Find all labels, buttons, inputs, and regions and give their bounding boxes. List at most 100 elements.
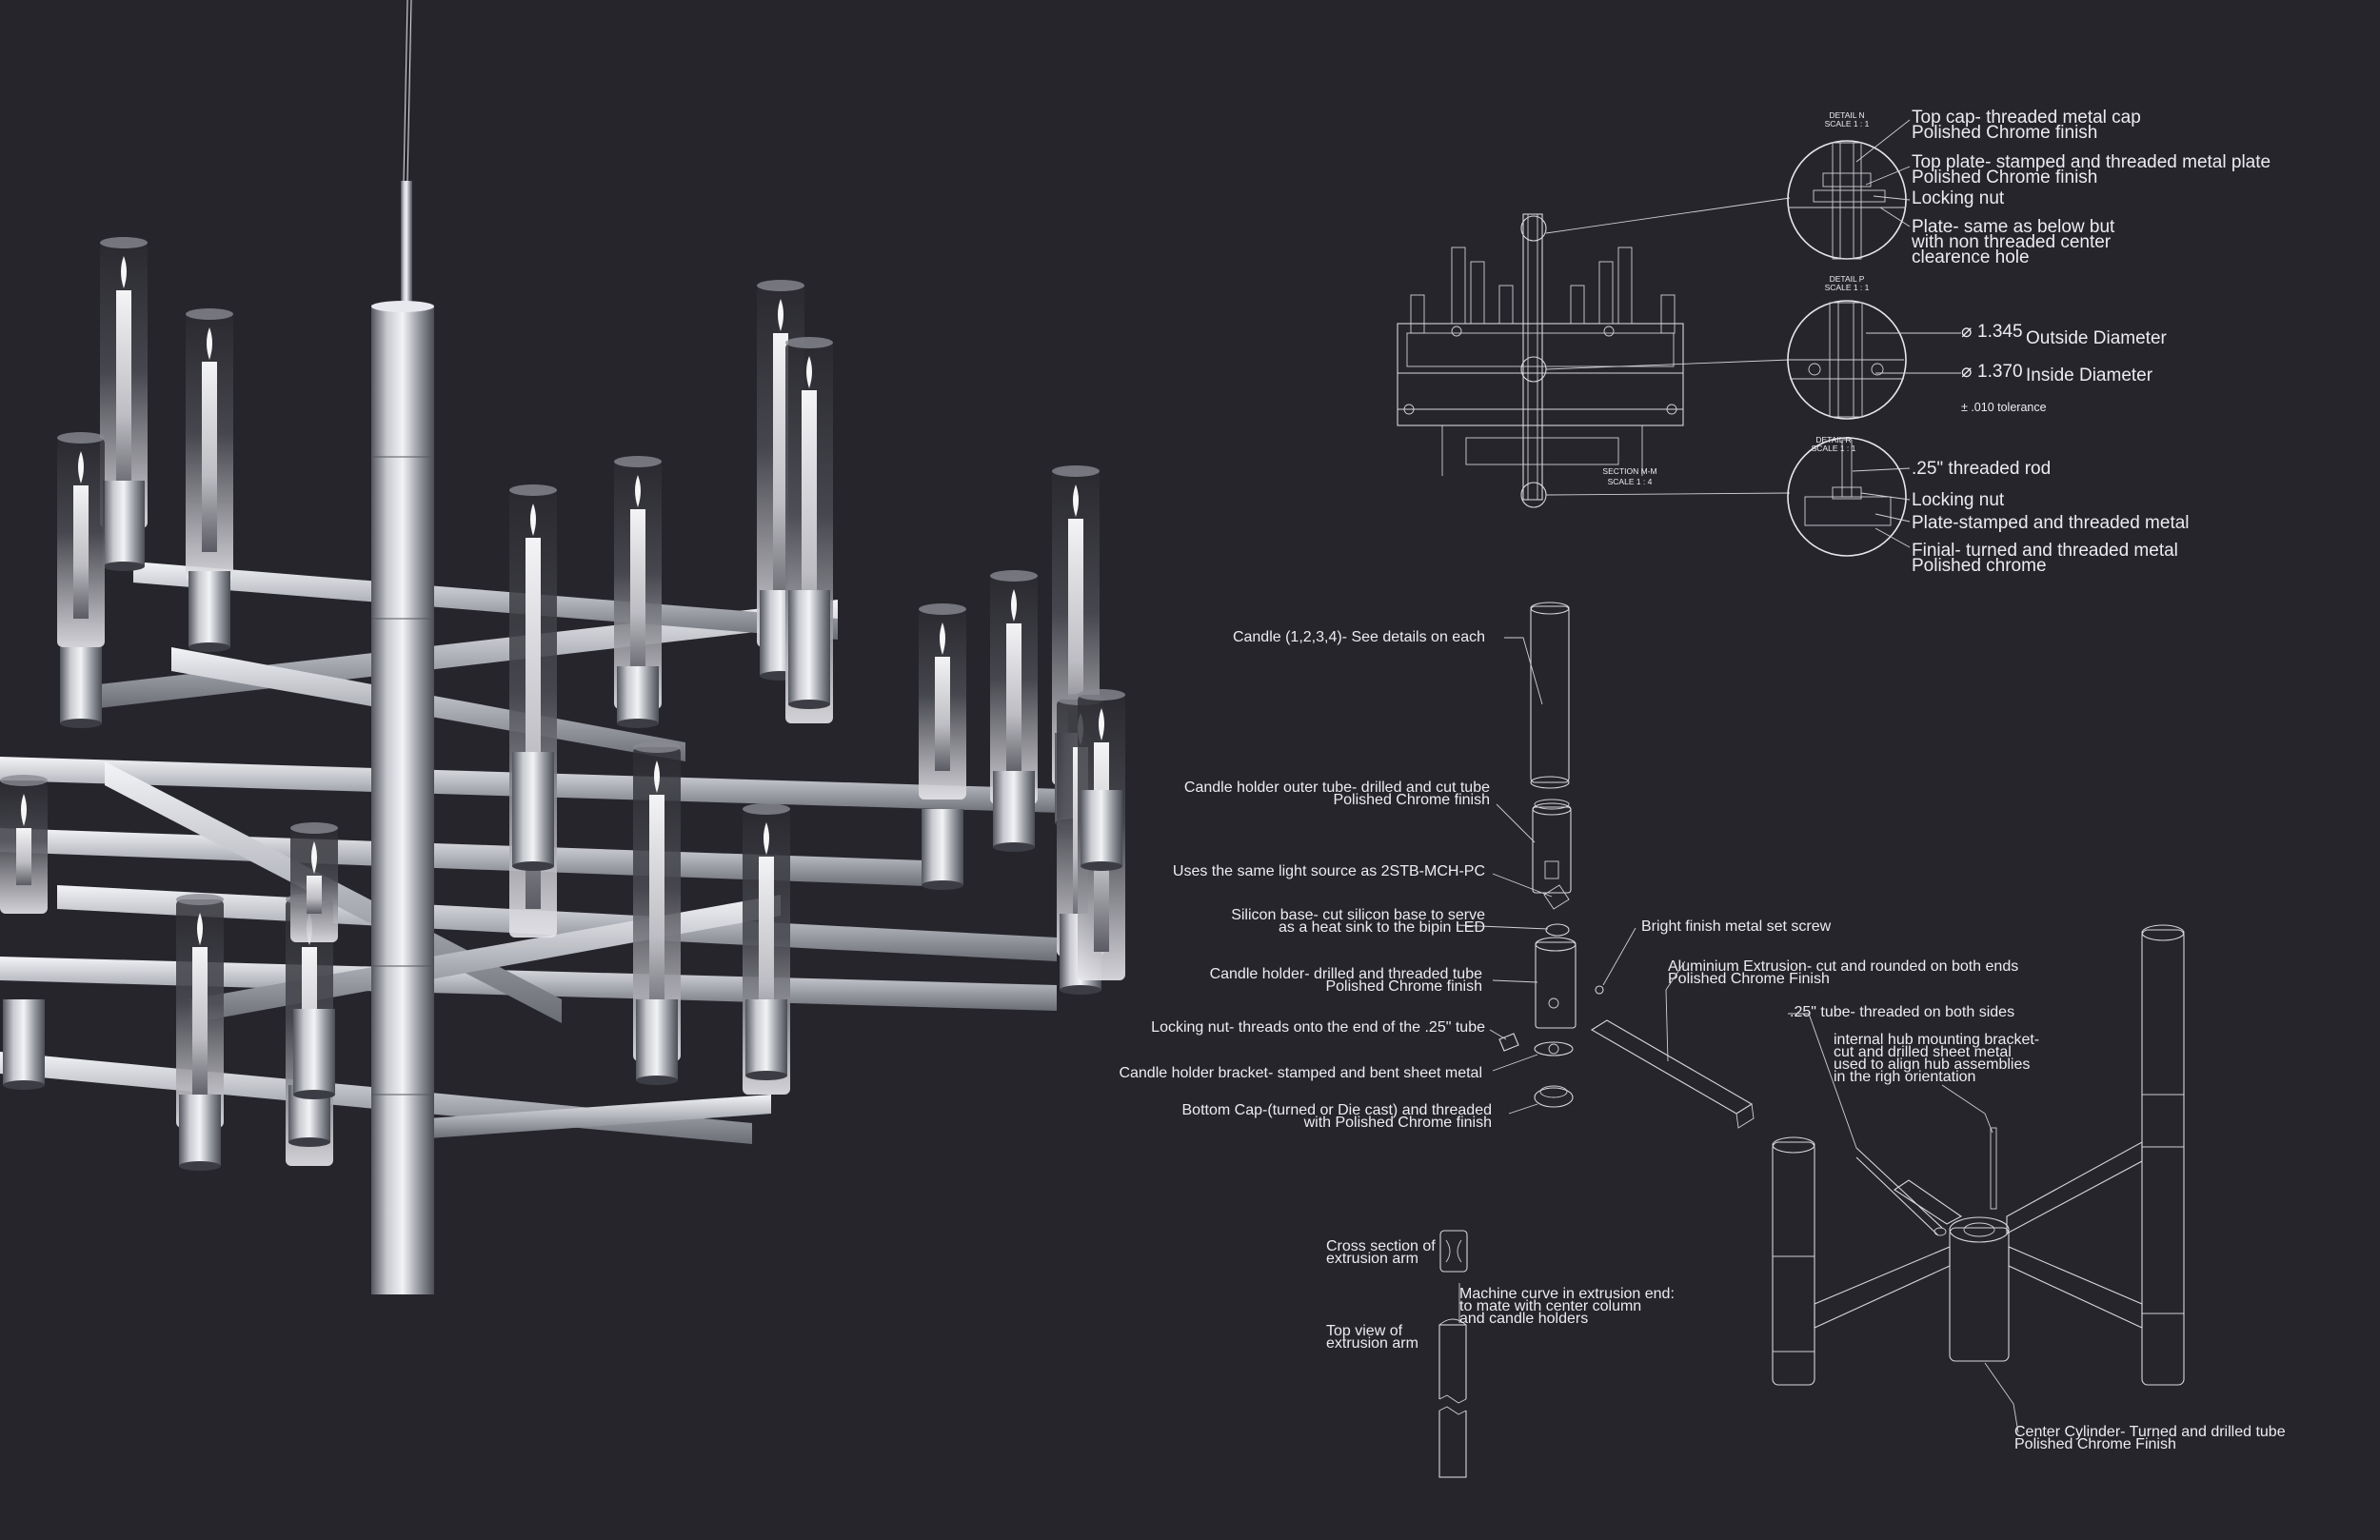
inside-diameter-symbol: ⌀ [1961, 362, 1972, 382]
callout-line: Candle holder bracket- stamped and bent … [1119, 1065, 1482, 1081]
exploded-labels: Candle (1,2,3,4)- See details on eachCan… [1119, 629, 2285, 1452]
bracket-part [1534, 1041, 1574, 1056]
inside-diameter-label: Inside Diameter [2026, 365, 2153, 385]
callout-line: Cross section of [1326, 1238, 1436, 1254]
callout-line: clearence hole [1912, 247, 2030, 267]
callout-line: Center Cylinder- Turned and drilled tube [2014, 1424, 2286, 1440]
callout-line: with non threaded center [1911, 232, 2112, 252]
callout-line: Bright finish metal set screw [1641, 918, 1832, 935]
cable-stem [401, 181, 412, 309]
callout-line: Polished Chrome Finish [1668, 971, 1830, 987]
callout-line: to mate with center column [1459, 1298, 1641, 1314]
candle-arm-unit [633, 741, 681, 1085]
set-screw-part [1595, 985, 1604, 995]
candle-arm-unit [176, 894, 224, 1171]
candle-arm-unit [186, 308, 233, 652]
candle-arm-unit [290, 822, 338, 1099]
detail-n: DETAIL N SCALE 1 : 1 Top cap- threaded m… [1787, 108, 2271, 267]
section-scale: SCALE 1 : 4 [1608, 477, 1653, 486]
callout-line: Top cap- threaded metal cap [1912, 108, 2141, 128]
callout-line: Aluminium Extrusion- cut and rounded on … [1668, 958, 2018, 975]
callout-line: as a heat sink to the bipin LED [1279, 919, 1485, 936]
callout-line: and candle holders [1459, 1311, 1588, 1327]
detail-p-scale: SCALE 1 : 1 [1825, 283, 1870, 292]
candle-arm-unit [785, 337, 833, 723]
detail-p-title: DETAIL P [1830, 274, 1865, 284]
detail-p: DETAIL P SCALE 1 : 1 ⌀ 1.345 Outside Dia… [1787, 274, 2168, 420]
hub-left-cylinder [1772, 1141, 1815, 1386]
callout-line: Polished Chrome Finish [2014, 1436, 2176, 1452]
candle-arm-unit [990, 570, 1038, 852]
section-m-m-drawing: SECTION M-M SCALE 1 : 4 [1397, 197, 1791, 508]
callout-line: Candle holder outer tube- drilled and cu… [1184, 780, 1490, 796]
callout-line: .25" threaded rod [1912, 459, 2051, 479]
callout-line: Finial- turned and threaded metal [1912, 541, 2178, 561]
outer-tube-part [1532, 806, 1572, 894]
callout-line: used to align hub assemblies [1834, 1056, 2030, 1073]
callout-line: Polished Chrome finish [1333, 792, 1490, 808]
candle-part [1530, 605, 1570, 783]
callout-line: Polished Chrome finish [1912, 123, 2097, 143]
callout-line: internal hub mounting bracket- [1834, 1032, 2039, 1048]
callout-line: cut and drilled sheet metal [1834, 1044, 2012, 1060]
chandelier-render [0, 0, 1125, 1294]
suspension-cable [403, 0, 412, 182]
candle-arm-unit [509, 484, 557, 938]
detail-r-circle [1787, 437, 1907, 557]
outside-diameter-value: 1.345 [1977, 322, 2023, 342]
center-column [371, 305, 434, 1294]
outside-diameter-symbol: ⌀ [1961, 322, 1972, 342]
exploded-candle-assembly: Candle (1,2,3,4)- See details on eachCan… [1119, 602, 2286, 1452]
detail-n-scale: SCALE 1 : 1 [1825, 119, 1870, 128]
candle-arm-unit [100, 237, 148, 571]
detail-r-title: DETAIL R [1815, 435, 1851, 444]
hub-assembly [1590, 924, 2185, 1433]
callout-line: Uses the same light source as 2STB-MCH-P… [1173, 863, 1485, 879]
detail-r: DETAIL R SCALE 1 : 1 .25" threaded rodLo… [1787, 435, 2190, 576]
callout-line: Candle (1,2,3,4)- See details on each [1233, 629, 1485, 645]
callout-line: Polished Chrome finish [1912, 168, 2097, 188]
aluminium-extrusion-part [1590, 1019, 1754, 1115]
callout-line: Candle holder- drilled and threaded tube [1210, 966, 1483, 982]
callout-line: Polished Chrome finish [1325, 978, 1482, 995]
detail-n-title: DETAIL N [1829, 110, 1864, 120]
callout-line: Bottom Cap-(turned or Die cast) and thre… [1182, 1102, 1493, 1118]
callout-line: Machine curve in extrusion end: [1459, 1286, 1675, 1302]
callout-line: extrusion arm [1326, 1335, 1418, 1352]
candle-arm-unit [614, 456, 662, 728]
callout-line: Locking nut [1912, 490, 2005, 510]
holder-part [1535, 941, 1577, 1029]
detail-n-circle [1787, 140, 1907, 260]
candle-arm-unit [0, 775, 48, 1090]
extrusion-cross-section [1439, 1230, 1468, 1273]
candle-arm-unit [1078, 689, 1125, 980]
locking-nut-part [1498, 1033, 1519, 1052]
callout-line: with Polished Chrome finish [1303, 1115, 1492, 1131]
candle-arm-unit [743, 803, 790, 1095]
inside-diameter-value: 1.370 [1977, 362, 2023, 382]
detail-r-scale: SCALE 1 : 1 [1812, 444, 1856, 453]
detail-p-circle [1787, 300, 1907, 420]
outside-diameter-label: Outside Diameter [2026, 328, 2168, 348]
hub-right-cylinder [2141, 929, 2185, 1386]
section-title: SECTION M-M [1602, 466, 1656, 476]
callout-line: Polished chrome [1912, 556, 2047, 576]
hub-center-cylinder [1949, 1227, 2010, 1362]
callout-line: .25" tube- threaded on both sides [1790, 1004, 2014, 1020]
bottom-cap-part [1534, 1087, 1574, 1108]
callout-line: Locking nut- threads onto the end of the… [1151, 1019, 1485, 1036]
callout-line: Top view of [1326, 1323, 1403, 1339]
callout-line: Locking nut [1912, 188, 2005, 208]
candle-group [0, 237, 1125, 1171]
callout-line: Plate-stamped and threaded metal [1912, 513, 2190, 533]
callout-line: Plate- same as below but [1912, 217, 2115, 237]
callout-line: extrusion arm [1326, 1251, 1418, 1267]
candle-arm-unit [57, 432, 105, 728]
mounting-bracket-part [1990, 1127, 1997, 1210]
tolerance-note: ± .010 tolerance [1961, 401, 2047, 414]
